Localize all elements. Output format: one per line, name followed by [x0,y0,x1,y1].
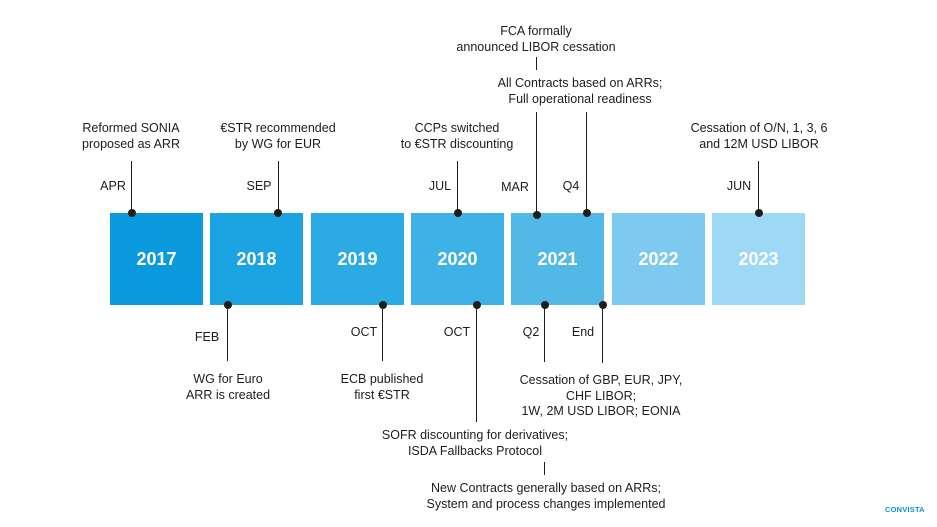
event-desc-all-contracts-arr: All Contracts based on ARRs; Full operat… [498,76,663,107]
month-label-jul: JUL [428,179,452,193]
month-label-sep: SEP [246,179,272,193]
desc-line: CHF LIBOR; [565,388,637,403]
month-label-oct: OCT [443,325,471,339]
event-desc-fca-announced: FCA formally announced LIBOR cessation [456,24,615,55]
event-desc-wg-euro: WG for Euro ARR is created [186,372,270,403]
desc-line: €STR recommended [220,121,336,135]
event-desc-ecb-published: ECB published first €STR [341,372,424,403]
desc-line: New Contracts generally based on ARRs; [431,481,661,495]
event-dot [454,209,462,217]
event-desc-ccps-switched: CCPs switched to €STR discounting [401,121,514,152]
connector-line [544,305,546,362]
desc-line: to €STR discounting [400,136,514,151]
desc-line: ISDA Fallbacks Protocol [407,443,543,458]
connector-line [382,305,384,361]
connector-line [586,112,588,213]
desc-line: WG for Euro [193,372,263,386]
desc-line: Cessation of O/N, 1, 3, 6 [690,121,828,135]
convista-logo: CONVISTA [885,505,925,514]
desc-line: and 12M USD LIBOR [699,136,819,151]
event-desc-gbp-eur-libor-cessation: Cessation of GBP, EUR, JPY, CHF LIBOR; 1… [520,373,683,420]
year-block-2018: 2018 [210,213,303,305]
connector-line [457,161,459,213]
year-label: 2017 [136,248,177,269]
connector-line [544,462,546,475]
connector-line [536,57,538,70]
year-block-2022: 2022 [612,213,705,305]
year-label: 2018 [236,248,277,269]
desc-line: first €STR [354,387,410,402]
connector-line [536,112,538,215]
month-label-oct: OCT [350,325,378,339]
event-desc-new-contracts-arr: New Contracts generally based on ARRs; S… [426,481,665,512]
month-label-q4: Q4 [562,179,580,193]
month-label-q2: Q2 [522,325,540,339]
event-dot [583,209,591,217]
event-dot [533,211,541,219]
year-block-2020: 2020 [411,213,504,305]
desc-line: FCA formally [500,24,572,38]
month-label-end: End [571,325,595,339]
desc-line: by WG for EUR [234,136,322,151]
event-dot [128,209,136,217]
desc-line: ARR is created [185,387,271,402]
desc-line: SOFR discounting for derivatives; [381,428,569,442]
month-label-jun: JUN [726,179,752,193]
desc-line: All Contracts based on ARRs; [497,76,663,90]
event-dot [755,209,763,217]
desc-line: 1W, 2M USD LIBOR; EONIA [521,404,681,418]
month-label-apr: APR [100,179,126,193]
desc-line: Reformed SONIA [82,121,180,135]
month-label-feb: FEB [194,330,220,344]
event-desc-sofr-discounting: SOFR discounting for derivatives; ISDA F… [382,428,568,459]
year-label: 2023 [738,248,779,269]
year-block-2021: 2021 [511,213,604,305]
desc-line: Full operational readiness [508,91,652,106]
desc-line: CCPs switched [414,121,500,135]
year-label: 2019 [337,248,378,269]
desc-line: proposed as ARR [82,136,180,151]
event-dot [274,209,282,217]
connector-line [278,161,280,213]
year-label: 2022 [638,248,679,269]
desc-line: ECB published [340,372,424,386]
year-block-2017: 2017 [110,213,203,305]
connector-line [476,305,478,422]
month-label-mar: MAR [501,180,529,194]
connector-line [758,161,760,213]
connector-line [227,305,229,361]
year-label: 2020 [437,248,478,269]
event-desc-usd-libor-cessation: Cessation of O/N, 1, 3, 6 and 12M USD LI… [691,121,828,152]
desc-line: announced LIBOR cessation [456,39,616,54]
desc-line: Cessation of GBP, EUR, JPY, [519,373,683,387]
event-desc-estr-recommended: €STR recommended by WG for EUR [220,121,335,152]
desc-line: System and process changes implemented [426,496,666,511]
year-block-2023: 2023 [712,213,805,305]
year-label: 2021 [537,248,578,269]
year-block-2019: 2019 [311,213,404,305]
connector-line [602,305,604,363]
event-desc-sonia: Reformed SONIA proposed as ARR [82,121,180,152]
connector-line [131,161,133,213]
